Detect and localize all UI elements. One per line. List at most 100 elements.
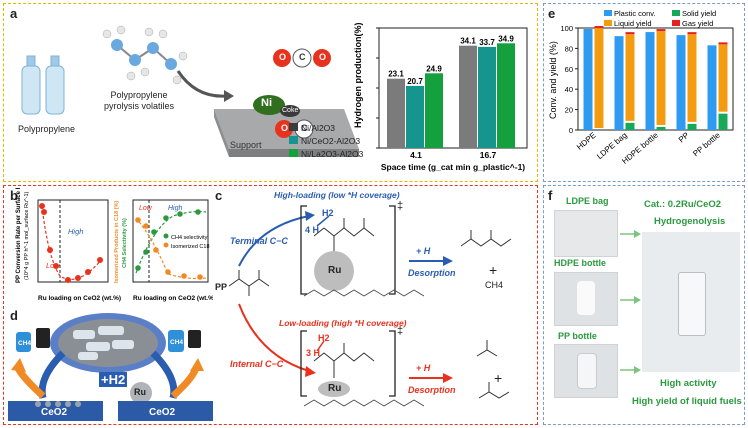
chart-e-frame <box>577 27 734 131</box>
liquid-bar <box>594 28 604 128</box>
h2-top-label: H2 <box>322 208 334 218</box>
catalyst-label: Cat.: 0.2Ru/CeO2 <box>644 199 722 210</box>
data-point <box>39 203 45 209</box>
liquid-bar <box>656 31 666 125</box>
plus-bottom: + <box>494 370 503 386</box>
left-plot-frame <box>37 199 109 283</box>
panel-a-legend: Ni/Al2O3 Ni/CeO2-Al2O3 Ni/La2O3-Al2O3 <box>289 122 363 161</box>
legend-marker <box>163 233 169 239</box>
legend-label: Solid yield <box>682 9 716 18</box>
iso-point <box>143 223 149 229</box>
bar <box>406 85 424 148</box>
iso-point <box>153 247 159 253</box>
legend-item: Ni/Al2O3 <box>289 122 363 135</box>
ru-top-label: Ru <box>328 265 342 276</box>
legend-swatch <box>672 10 680 16</box>
co-molecule <box>275 119 314 139</box>
ceo2-left-label: CeO2 <box>41 407 68 418</box>
bar <box>425 73 443 148</box>
desorption-top: Desorption <box>408 268 456 278</box>
data-point <box>65 277 71 283</box>
ldpe-bag-label: LDPE bag <box>566 196 609 206</box>
iso-point <box>181 273 187 279</box>
coke-label: Coke <box>282 107 299 114</box>
co2-o2: O <box>319 52 327 62</box>
ni-label: Ni <box>261 97 272 109</box>
ru-particle-label: Ru <box>134 387 146 397</box>
ch4-fit-curve <box>135 210 207 274</box>
legend-swatch <box>672 20 680 26</box>
plus-h2-label: +H2 <box>99 372 128 387</box>
ch4-product: CH4 <box>485 280 504 290</box>
desorption-bottom: Desorption <box>408 385 456 395</box>
gas-bar <box>687 32 697 35</box>
legend-item: Ni/La2O3-Al2O3 <box>289 148 363 161</box>
legend-label: Ni/Al2O3 <box>301 123 336 133</box>
bottles-illustration <box>21 55 65 115</box>
y-tick-label: 0 <box>569 126 573 135</box>
legend-swatch <box>604 10 612 16</box>
liquid-bar <box>625 34 635 121</box>
high-loading-label: High-loading (low *H coverage) <box>274 190 400 200</box>
ch4-point <box>163 215 169 221</box>
bar-value-label: 20.7 <box>407 77 423 86</box>
co-c: C <box>301 123 308 133</box>
arrows-to-vial-icon <box>620 230 641 374</box>
panel-f-label: f <box>548 188 553 203</box>
legend-label: Plastic conv. <box>614 9 656 18</box>
iso-point <box>135 217 141 223</box>
right-plot-frame <box>132 199 209 283</box>
hdpe-bottle-label: HDPE bottle <box>554 258 607 268</box>
legend-label: Ni/CeO2-Al2O3 <box>301 136 361 146</box>
gas-bar <box>594 26 604 29</box>
plus-h-top: + H <box>416 246 431 256</box>
co-o: O <box>281 123 289 133</box>
pp-bottle-photo <box>554 344 618 398</box>
high-yield-label: High yield of liquid fuels <box>632 396 742 407</box>
support-label: Support <box>230 140 262 150</box>
legend-label: Ni/La2O3-Al2O3 <box>301 149 364 159</box>
co2-molecule <box>273 48 331 68</box>
legend-label: Gas yield <box>682 19 713 28</box>
y-tick-label: 40 <box>565 85 573 94</box>
left-fit-curve <box>41 205 104 280</box>
data-point <box>75 275 81 281</box>
right-xlabel: Ru loading on CeO2 (wt.%) <box>133 295 213 302</box>
pp-bottle-label: PP bottle <box>558 331 597 341</box>
left-units: (10^4 g PP h^-1 mol_surface Ru^-1) <box>24 191 30 280</box>
volatiles-molecule <box>102 25 187 85</box>
conv-bar <box>676 35 686 130</box>
ch4-tank-left: CH4 <box>18 340 32 347</box>
bar <box>478 46 496 148</box>
legend-label: Liquid yield <box>614 19 652 28</box>
data-point <box>47 247 53 253</box>
iso-point <box>197 274 203 280</box>
mechanism-diagram <box>228 205 512 407</box>
ldpe-bag-photo <box>554 210 618 257</box>
arrow-to-catalyst-icon <box>176 70 234 102</box>
legend-label: CH4 selectivity <box>171 235 208 241</box>
ch4-tank-right: CH4 <box>170 339 184 346</box>
panel-e-label: e <box>548 6 556 21</box>
panel-c-label: c <box>215 188 223 203</box>
right-ylabel2: CH4 Selectivity (%) <box>122 218 128 268</box>
bar <box>387 78 405 148</box>
bar <box>459 45 477 149</box>
terminal-cc-label: Terminal C−C <box>230 236 288 246</box>
bar <box>497 43 515 148</box>
legend-marker <box>163 242 169 248</box>
bar-value-label: 34.9 <box>498 34 514 43</box>
data-point <box>85 269 91 275</box>
hydrogenolysis-label: Hydrogenolysis <box>654 216 726 227</box>
legend-item: Ni/CeO2-Al2O3 <box>289 135 363 148</box>
data-point <box>97 257 103 263</box>
h2-bottom-label: H2 <box>318 333 330 343</box>
conv-bar <box>583 29 593 130</box>
ru-bottom-label: Ru <box>328 383 342 394</box>
panel-f: f LDPE bag HDPE bottle PP bottle Cat.: 0… <box>543 185 745 425</box>
high-label: High <box>68 227 83 236</box>
